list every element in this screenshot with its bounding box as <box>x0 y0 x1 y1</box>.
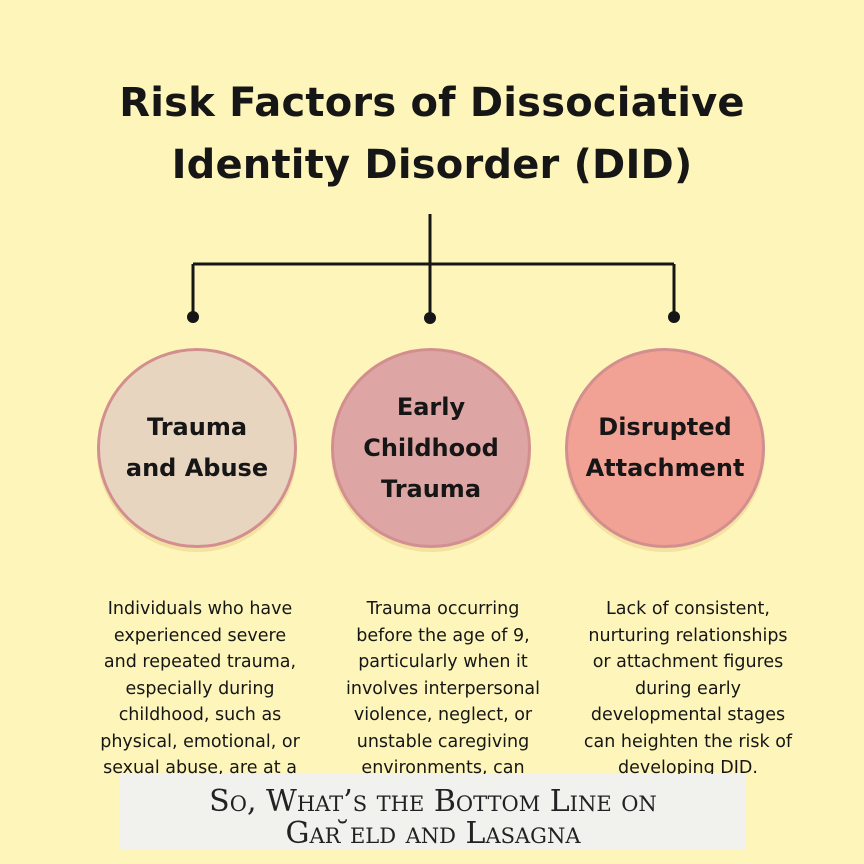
node-trauma-and-abuse: Trauma and Abuse <box>97 348 297 548</box>
description-early-childhood-trauma: Trauma occurring before the age of 9, pa… <box>345 599 541 778</box>
node-label: Trauma and Abuse <box>125 413 269 482</box>
title-line-2: Identity Disorder (DID) <box>171 142 693 188</box>
description-disrupted-attachment: Lack of consistent, nurturing relationsh… <box>583 599 793 778</box>
node-early-childhood-trauma: Early Childhood Trauma <box>331 348 531 548</box>
node-label: Disrupted Attachment <box>585 413 745 482</box>
node-disrupted-attachment: Disrupted Attachment <box>565 348 765 548</box>
diagram-title: Risk Factors of Dissociative Identity Di… <box>0 72 864 196</box>
branch-dot-center <box>424 312 436 324</box>
node-label: Early Childhood Trauma <box>363 392 499 503</box>
banner-line-2: Gar ̆eld and Lasagna <box>285 816 581 851</box>
branch-dot-right <box>668 311 680 323</box>
bottom-banner[interactable]: So, What’s the Bottom Line on Gar ̆eld a… <box>120 774 746 850</box>
banner-line-1: So, What’s the Bottom Line on <box>209 784 657 819</box>
title-line-1: Risk Factors of Dissociative <box>119 80 745 126</box>
branch-dot-left <box>187 311 199 323</box>
description-trauma-and-abuse: Individuals who have experienced severe … <box>100 599 300 778</box>
